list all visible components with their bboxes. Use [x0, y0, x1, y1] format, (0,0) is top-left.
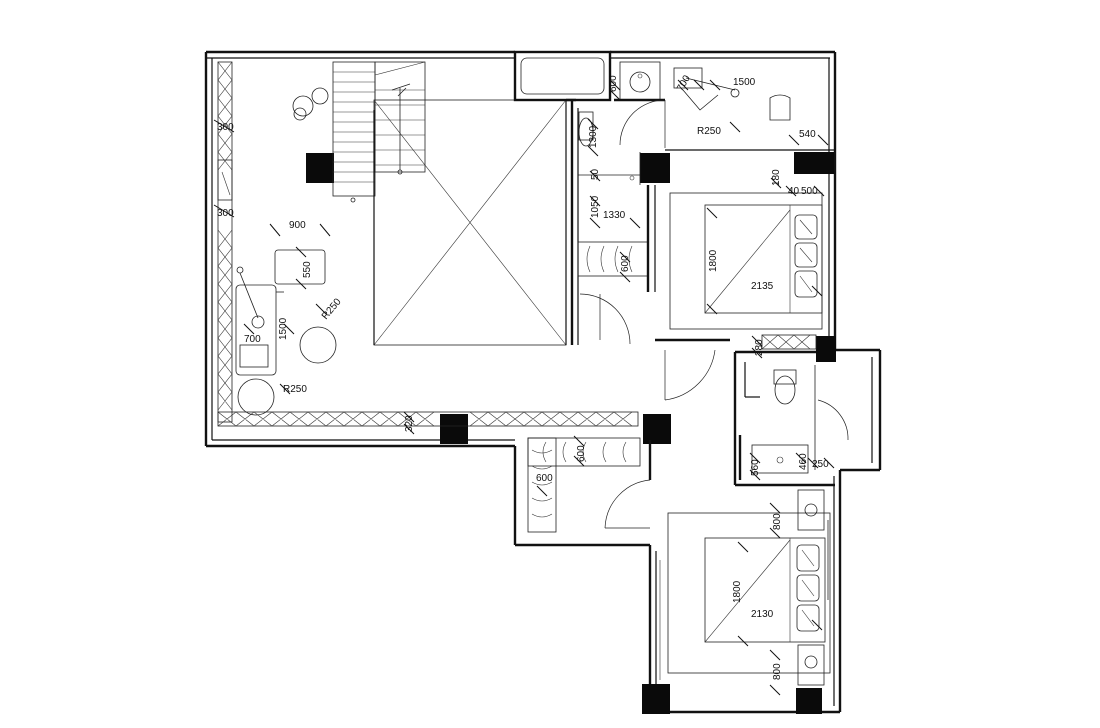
dim-round-table-radius: R250: [283, 384, 307, 395]
dim-bath2-side: 250: [812, 459, 829, 470]
dim-bath2-vanity: 560: [750, 459, 761, 476]
dim-bed2-width: 1800: [732, 580, 743, 603]
dim-wc-shower: 1050: [590, 195, 601, 218]
dim-sofa-length: 1500: [278, 317, 289, 340]
dim-wardrobe-mid-depth: 600: [576, 445, 587, 462]
dim-wardrobe-upper-depth: 600: [620, 255, 631, 272]
dim-living-wall-lower: 300: [217, 208, 234, 219]
dim-chair-radius: R250: [320, 296, 344, 322]
dim-bed1-sill: 280: [754, 339, 765, 356]
dim-corridor-wall: 320: [404, 415, 415, 432]
dim-wardrobe-low-depth: 600: [536, 473, 553, 484]
dim-living-wall-upper: 300: [217, 122, 234, 133]
dim-bath-toilet-depth: 700: [675, 73, 693, 93]
dim-bed1-length: 2135: [751, 281, 774, 292]
dim-bed1-strip-c: 500: [801, 186, 818, 197]
dim-bed2-upper-table: 800: [772, 513, 783, 530]
outer-walls: [204, 50, 882, 714]
dim-wc-length: 1330: [603, 210, 626, 221]
dim-bench-depth: 700: [244, 334, 261, 345]
bathroom-2: [738, 365, 849, 480]
dim-bath-tub-length: 1500: [733, 77, 756, 88]
dimension-ticks: [213, 79, 835, 696]
dim-bath-side: 540: [799, 129, 816, 140]
dim-bed2-lower-table: 800: [772, 663, 783, 680]
dim-bed1-width: 1800: [708, 249, 719, 272]
dim-bath2-sink: 460: [798, 453, 809, 470]
columns: [306, 152, 836, 714]
dim-bath-door-radius: R250: [697, 126, 721, 137]
dim-bed2-length: 2130: [751, 609, 774, 620]
bathroom-top: [513, 50, 835, 345]
dim-table-width: 900: [289, 220, 306, 231]
dim-bath-vanity: 600: [608, 75, 619, 92]
dim-wc-depth: 1300: [588, 125, 599, 148]
wardrobe-lower: [527, 437, 652, 533]
dim-table-depth: 550: [302, 261, 313, 278]
dim-wc-gap: 50: [590, 168, 601, 180]
bedroom-2: [659, 489, 831, 686]
dim-bed1-strip-a: 180: [771, 169, 782, 186]
bedroom-1: [655, 192, 823, 401]
wardrobe-upper: [577, 185, 656, 345]
living-area: [217, 61, 639, 427]
dim-bed1-strip-b: 40: [788, 186, 800, 197]
